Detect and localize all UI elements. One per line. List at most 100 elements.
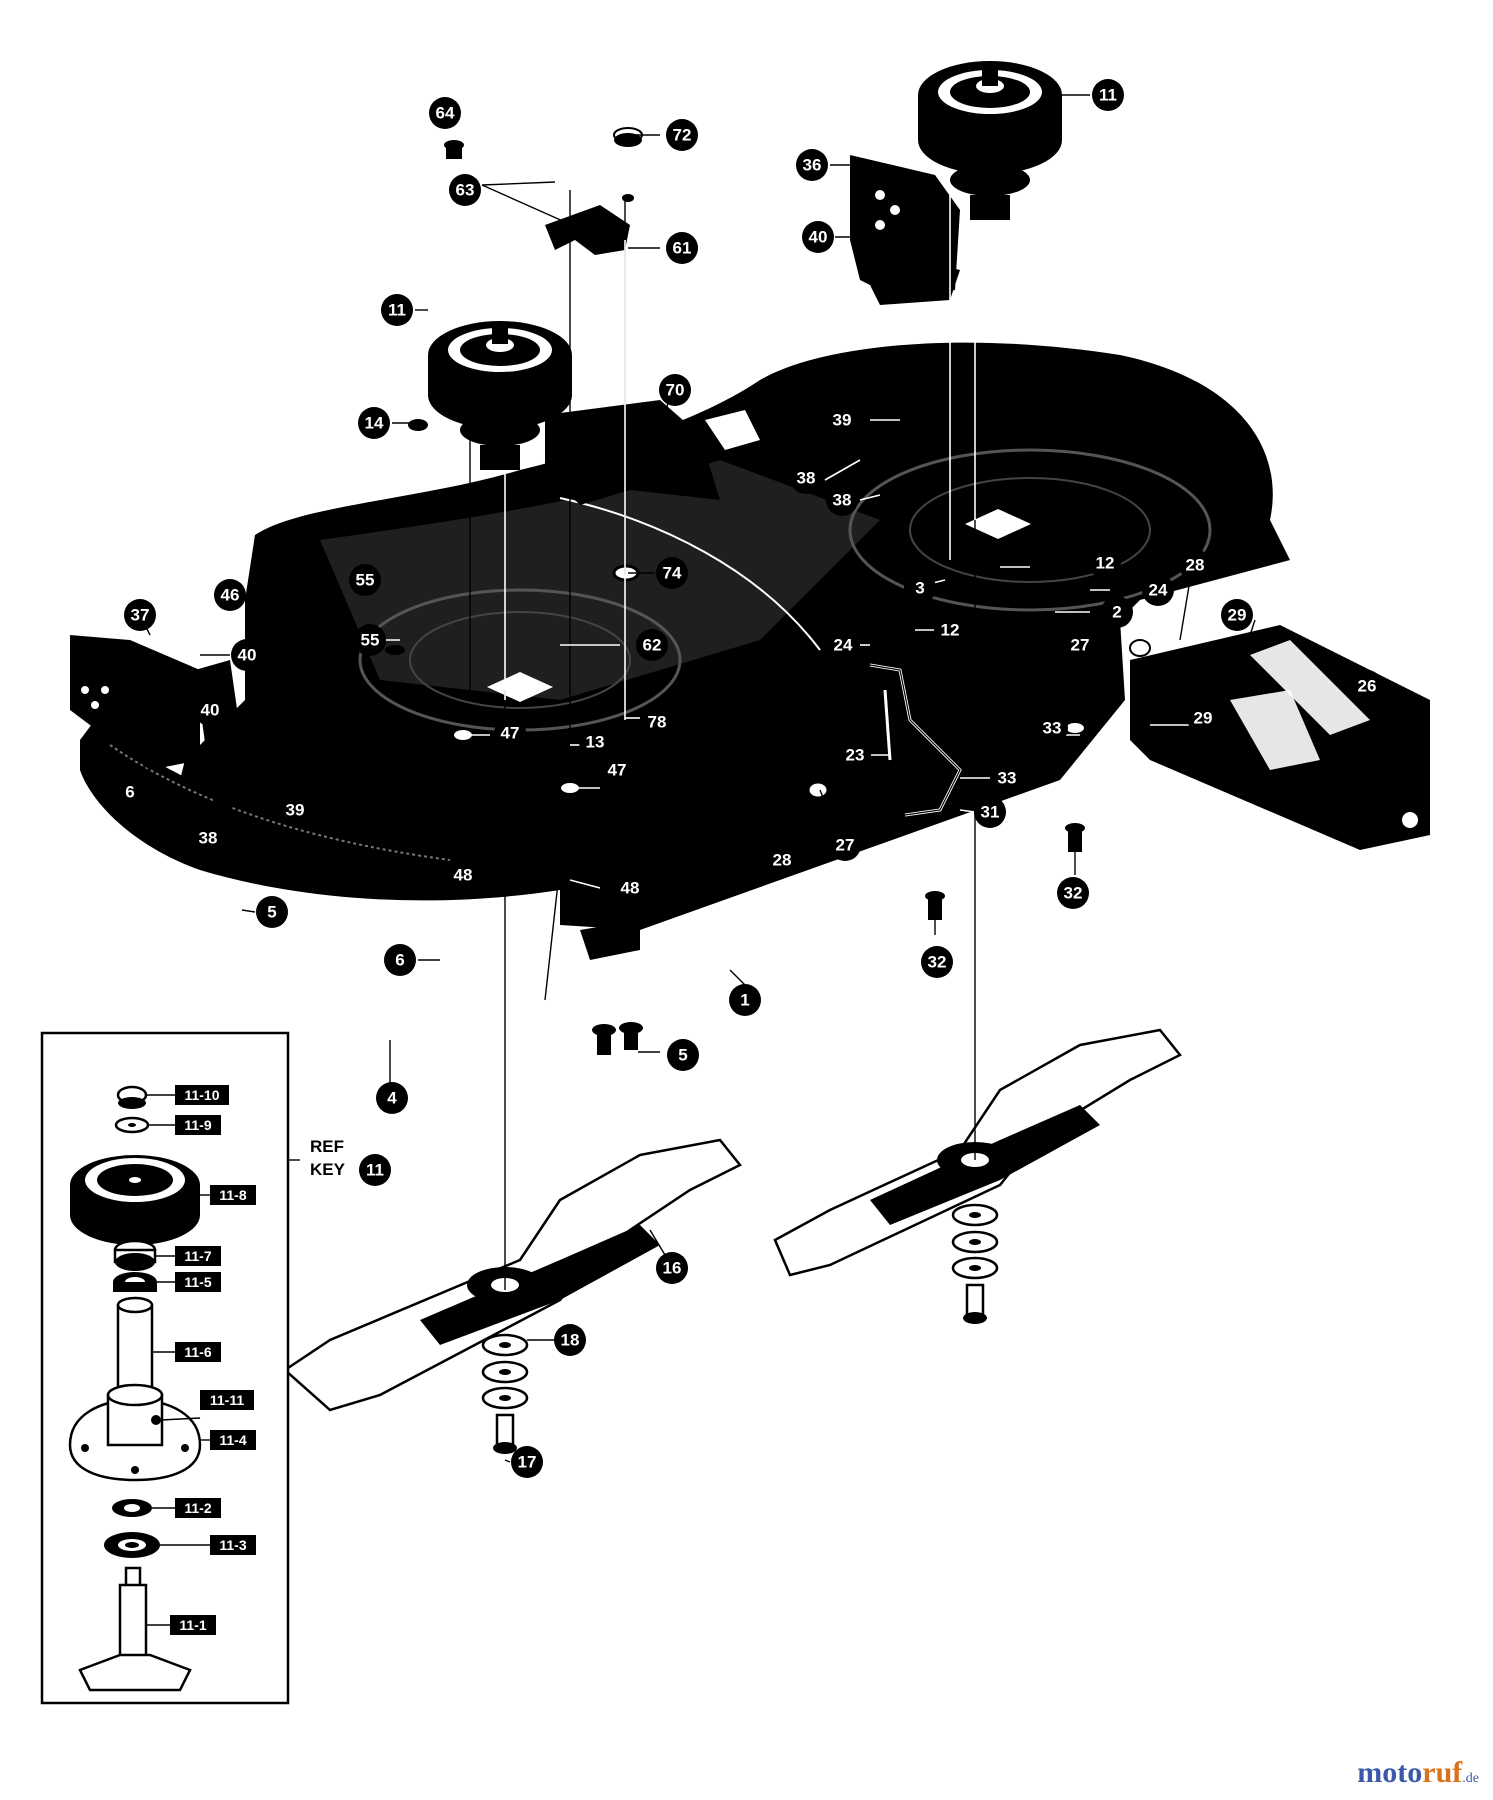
callout-78: 78 [641,706,673,738]
inset-label-11-7: 11-7 [175,1246,221,1266]
callout-5: 5 [667,1039,699,1071]
inset-label-11-5: 11-5 [175,1272,221,1292]
callout-24: 24 [1142,574,1174,606]
svg-text:11-4: 11-4 [219,1432,246,1448]
callout-55: 55 [354,624,386,656]
svg-text:33: 33 [1043,719,1062,738]
svg-text:72: 72 [673,126,692,145]
callout-28: 28 [766,844,798,876]
callout-26: 26 [1351,670,1383,702]
svg-text:28: 28 [773,851,792,870]
svg-text:14: 14 [365,414,384,433]
hardware [223,127,1248,1055]
inset-label-11-1: 11-1 [170,1615,216,1635]
callout-12: 12 [1089,547,1121,579]
svg-text:11-8: 11-8 [219,1187,246,1203]
svg-text:47: 47 [608,761,627,780]
blade-hardware-left [481,1333,529,1454]
svg-text:5: 5 [678,1046,687,1065]
svg-text:11: 11 [1099,86,1117,105]
svg-text:28: 28 [1186,556,1205,575]
svg-text:11-1: 11-1 [179,1617,206,1633]
callout-27: 27 [829,829,861,861]
svg-text:32: 32 [1064,884,1083,903]
blade-right [773,1028,1182,1277]
callout-38: 38 [826,484,858,516]
svg-text:11-5: 11-5 [184,1274,211,1290]
callout-23: 23 [839,739,871,771]
svg-text:12: 12 [1096,554,1115,573]
svg-text:70: 70 [666,381,685,400]
svg-text:55: 55 [356,571,375,590]
callout-64: 64 [429,97,461,129]
svg-text:62: 62 [643,636,662,655]
blade-hardware-right [951,1203,999,1324]
callout-6: 6 [384,944,416,976]
svg-text:47: 47 [501,724,520,743]
svg-text:36: 36 [803,156,822,175]
svg-text:37: 37 [131,606,150,625]
inset-label-11-8: 11-8 [210,1185,256,1205]
svg-text:32: 32 [928,953,947,972]
svg-text:13: 13 [586,733,605,752]
svg-text:29: 29 [1228,606,1247,625]
svg-text:48: 48 [454,866,473,885]
callout-46: 46 [214,579,246,611]
svg-text:26: 26 [1358,677,1377,696]
callout-72: 72 [666,119,698,151]
callout-38: 38 [790,462,822,494]
callout-29: 29 [1187,702,1219,734]
svg-text:46: 46 [221,586,240,605]
callout-17: 17 [511,1446,543,1478]
svg-text:11-6: 11-6 [184,1344,211,1360]
idler-arm [545,205,630,255]
callout-12: 12 [934,614,966,646]
callout-62: 62 [636,629,668,661]
callout-74: 74 [656,557,688,589]
svg-text:39: 39 [833,411,852,430]
key-label: KEY [310,1160,346,1179]
callout-48: 48 [447,859,479,891]
svg-text:11-11: 11-11 [210,1392,244,1408]
callouts: 64 72 63 61 11 36 40 11 14 70 39 38 38 7… [114,79,1383,1478]
callout-11: 11 [381,294,413,326]
callout-5: 5 [256,896,288,928]
inset-label-11-10: 11-10 [175,1085,229,1105]
svg-text:11-10: 11-10 [184,1087,219,1103]
callout-37: 37 [124,599,156,631]
svg-text:40: 40 [201,701,220,720]
callout-40: 40 [802,221,834,253]
svg-text:55: 55 [361,631,380,650]
callout-40: 40 [231,639,263,671]
svg-text:2: 2 [1112,603,1121,622]
callout-70: 70 [659,374,691,406]
callout-11: 11 [1092,79,1124,111]
callout-33: 33 [991,762,1023,794]
callout-33: 33 [1036,712,1068,744]
svg-text:27: 27 [1071,636,1090,655]
svg-text:11: 11 [388,301,406,320]
svg-text:38: 38 [797,469,816,488]
svg-text:11-3: 11-3 [219,1537,246,1553]
inset-label-11-6: 11-6 [175,1342,221,1362]
svg-text:6: 6 [125,783,134,802]
svg-text:11-9: 11-9 [184,1117,211,1133]
svg-text:38: 38 [199,829,218,848]
svg-text:3: 3 [915,579,924,598]
callout-47: 47 [601,754,633,786]
callout-27: 27 [1064,629,1096,661]
callout-24: 24 [827,629,859,661]
mower-deck [70,342,1430,960]
callout-14: 14 [358,407,390,439]
callout-31: 31 [974,796,1006,828]
callout-16: 16 [656,1252,688,1284]
alignment-lines [469,190,976,1290]
svg-text:33: 33 [998,769,1017,788]
svg-text:27: 27 [836,836,855,855]
callout-48: 48 [614,872,646,904]
svg-text:11-2: 11-2 [184,1500,211,1516]
callout-28: 28 [1179,549,1211,581]
callout-2: 2 [1101,596,1133,628]
svg-text:6: 6 [395,951,404,970]
